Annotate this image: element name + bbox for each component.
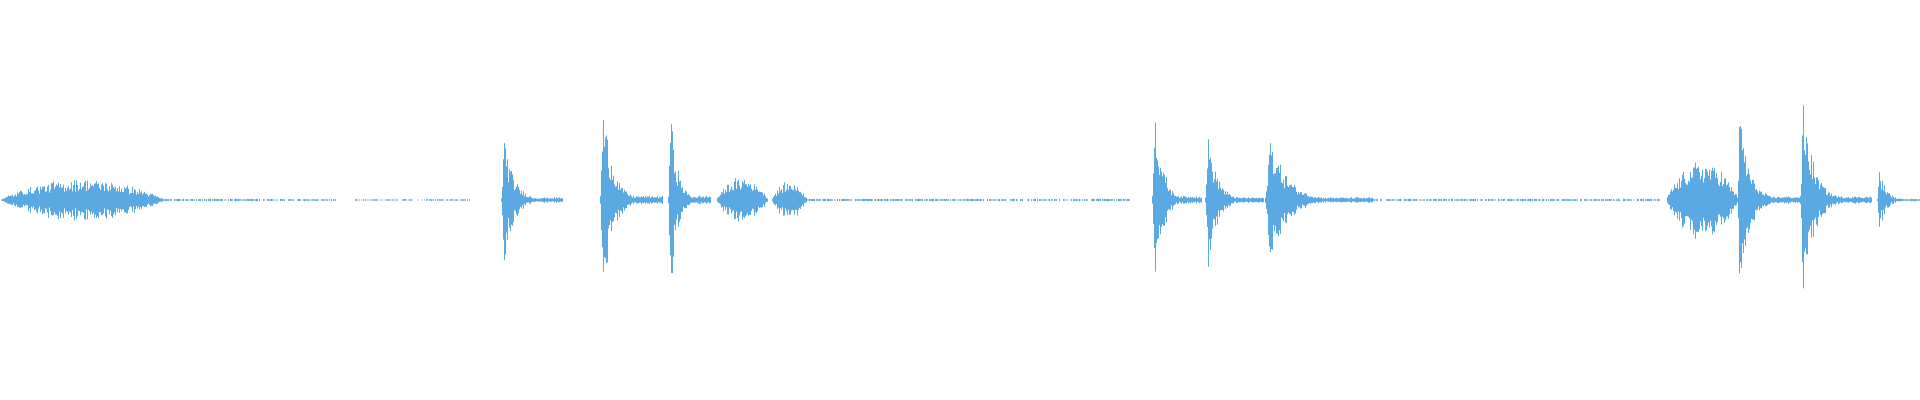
waveform-signal bbox=[1, 105, 1920, 289]
waveform-bars bbox=[1, 105, 1920, 289]
